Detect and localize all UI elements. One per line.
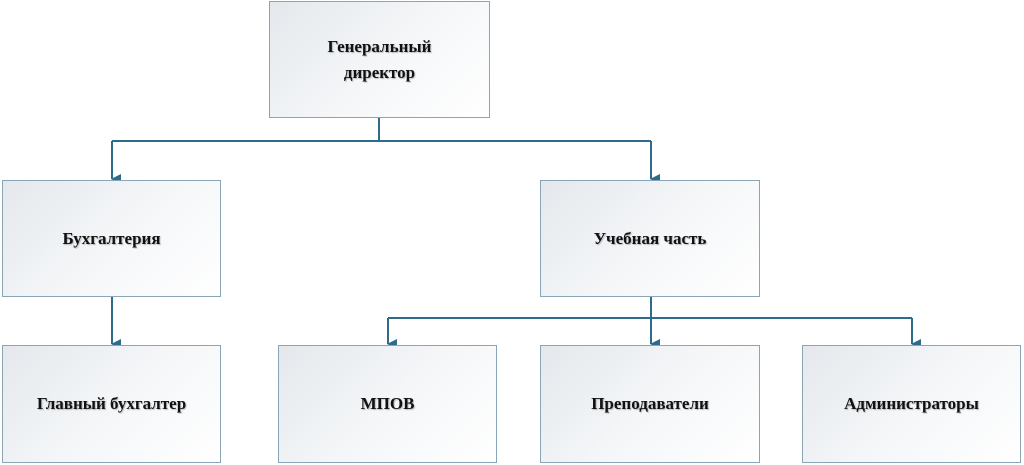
node-label: Учебная часть: [593, 228, 707, 248]
node-label: Бухгалтерия: [62, 228, 161, 248]
node-label: Преподаватели: [591, 394, 709, 414]
node-teachers: Преподаватели: [540, 345, 760, 463]
node-ceo: Генеральный директор: [269, 1, 490, 118]
node-accounting: Бухгалтерия: [2, 180, 221, 297]
node-chief-accountant: Главный бухгалтер: [2, 345, 221, 463]
node-education: Учебная часть: [540, 180, 760, 297]
connector-education: [388, 297, 912, 319]
node-label: Главный бухгалтер: [36, 394, 187, 414]
node-mpov: МПОВ: [278, 345, 497, 463]
connector-ceo: [112, 118, 651, 142]
node-label: Генеральный директор: [327, 37, 432, 82]
node-administrators: Администраторы: [802, 345, 1021, 463]
node-label: Администраторы: [844, 394, 979, 414]
node-label: МПОВ: [360, 394, 415, 414]
